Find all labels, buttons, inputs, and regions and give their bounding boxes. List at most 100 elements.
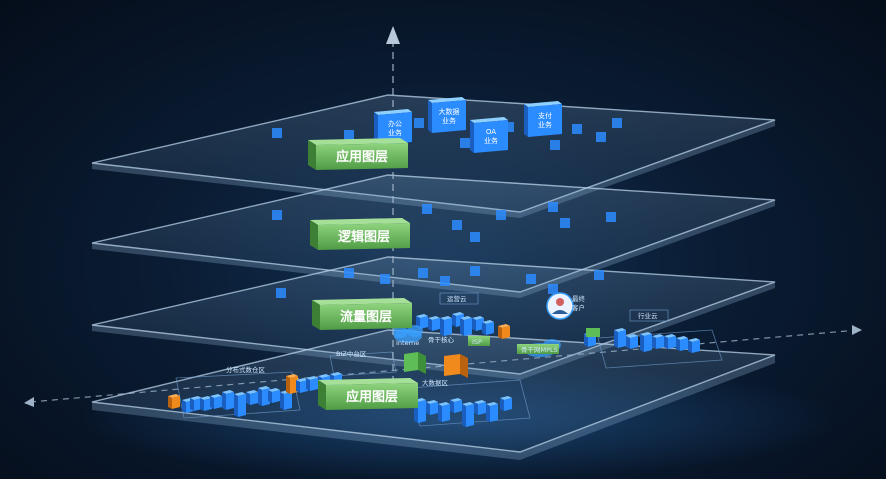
floating-cube [504,122,514,132]
server-blocks [168,312,700,427]
isp-badge [468,336,490,346]
server-block [426,400,438,415]
server-block [416,314,428,329]
server-block [428,316,440,331]
server-block [450,398,462,413]
mpls-badge [517,344,559,354]
server-block [474,400,486,415]
zone-industry [597,329,723,369]
label-user-sub: 客户 [572,303,585,312]
server-block [414,398,426,423]
label-industry-box [629,309,669,322]
label-cloud-top: 运营云 [447,294,467,303]
floating-cube [596,132,606,142]
server-icon [404,352,468,378]
layer-label: 逻辑图层 [338,229,390,245]
floating-cube [548,202,558,212]
floating-cube [344,130,354,140]
server-block [500,396,512,411]
floating-cube [440,276,450,286]
server-block [640,332,652,352]
floating-cube [344,268,354,278]
layer-label-plate: 应用图层 [318,378,418,410]
server-block [498,324,510,339]
label-backbone: 骨干核心 [428,335,455,344]
floating-cube [560,218,570,228]
server-block [626,334,638,349]
label-cloud-top-box [439,292,479,305]
server-block [614,328,626,348]
layer-label: 应用图层 [346,389,398,405]
floating-cube [548,284,558,294]
label-mpls: 骨干网MPLS [521,346,558,354]
floating-cube [526,274,536,284]
business-label-line2: 业务 [442,116,456,125]
business-label-line1: 办公 [388,119,402,128]
server-block [440,316,452,336]
axis-right-arrow-icon [852,325,862,335]
zone-biz-platform [329,351,397,377]
business-label-line1: OA [486,128,496,136]
floating-cube [550,140,560,150]
floating-cube [452,220,462,230]
layer-label-plate: 逻辑图层 [310,218,410,250]
label-industry-cloud: 行业云 [638,311,658,320]
server-block [462,402,474,427]
axis-up-arrow-icon [386,26,400,44]
business-label-line1: 支付 [538,111,552,120]
floating-cube [272,128,282,138]
business-label-line2: 业务 [538,120,552,129]
floating-cube [414,118,424,128]
bottom-layer-contents: 分布式数仓区 BIZ中台区 大数据区 行业云 运营云 Interne 骨干核心 … [168,292,723,427]
cloud-icon [392,325,423,343]
label-isp: ISP [472,338,482,346]
floating-cube [606,212,616,222]
server-block [664,334,676,349]
server-block [268,388,280,403]
server-block [688,338,700,353]
server-block [246,390,258,405]
floating-cube [380,274,390,284]
server-block [222,390,234,410]
layer-label-plate: 应用图层 [308,138,408,170]
floating-cube [418,268,428,278]
floating-cube [572,124,582,134]
axis-left-arrow-icon [24,397,34,407]
floating-cube [470,232,480,242]
server-block [486,402,498,422]
business-label-line1: 大数据 [439,107,460,116]
floating-cube [594,270,604,280]
layer-label: 应用图层 [336,149,388,165]
zone-distributed-db [175,371,301,419]
layer-label: 流量图层 [340,309,392,325]
floating-cube [272,210,282,220]
server-block [676,336,688,351]
label-user: 最终 [572,294,586,303]
business-label-line2: 业务 [484,136,498,145]
floating-cube [422,204,432,214]
server-block [482,320,494,335]
floating-cube [496,210,506,220]
label-bigdata: 大数据区 [422,378,449,387]
label-distributed-db: 分布式数仓区 [226,365,266,374]
server-block [306,376,318,391]
label-internet: Interne [396,339,419,347]
server-block [168,394,180,409]
server-block [234,392,246,417]
server-block [460,316,472,336]
label-biz-platform: BIZ中台区 [336,349,367,358]
business-label-line2: 业务 [388,128,402,137]
server-block [438,402,450,422]
server-block [210,394,222,409]
server-block [472,316,484,331]
user-icon [546,292,574,320]
floating-cube [470,266,480,276]
floating-cube [276,288,286,298]
